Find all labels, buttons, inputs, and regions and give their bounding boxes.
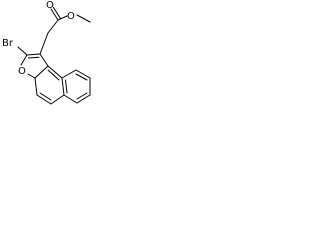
ester-oxygen-label: O	[67, 11, 75, 22]
bond-c7-c6-a	[36, 94, 52, 105]
carbonyl-oxygen-label: O	[46, 0, 54, 11]
bond-c7prime-c6prime-a	[76, 94, 91, 104]
bond-carbonyl-double-2	[52, 6, 61, 19]
bond-c7a-c7	[34, 77, 38, 96]
bond-c2-c3-a	[26, 53, 41, 56]
bond-c2-br	[17, 46, 28, 56]
bond-c3a-c7a	[34, 65, 49, 79]
bromine-label: Br	[2, 38, 14, 49]
bond-c3-ch2	[39, 32, 49, 55]
bond-c5a-c9b	[61, 77, 65, 96]
bond-c9-c8-b	[75, 73, 88, 81]
bond-c9-c8-a	[75, 69, 91, 79]
furan-oxygen-label: O	[18, 66, 26, 77]
bond-c6prime-c5a	[63, 94, 78, 104]
bond-carbonyl-double-1	[50, 8, 59, 21]
bond-c7-c6-b	[39, 92, 52, 101]
bond-c2-c3-b	[28, 56, 40, 59]
bond-c9b-c3a-a	[47, 65, 63, 79]
naphthalene-left-ring	[34, 65, 65, 105]
bond-ch2-carbonyl	[47, 19, 59, 34]
bond-c9b-c9	[61, 69, 77, 79]
structure-canvas: O O Br O	[0, 0, 100, 116]
bond-c3-c3a	[39, 53, 49, 67]
bond-carbonyl-ester-o	[57, 15, 68, 21]
bond-c2-o	[20, 54, 28, 66]
furan-ring: Br O	[2, 32, 49, 79]
bond-ester-o-methyl	[76, 14, 91, 23]
ester-side-chain: O O	[46, 0, 91, 34]
bond-c6-c5a	[50, 94, 65, 105]
bond-o-c7a	[27, 73, 36, 79]
bond-c9b-c3a-b	[47, 69, 60, 81]
naphthalene-right-ring	[61, 69, 91, 104]
bond-fusion-inner	[65, 79, 68, 94]
bond-c7prime-c6prime-b	[76, 92, 88, 100]
molecule-structure-diagram: O O Br O	[2, 0, 91, 105]
